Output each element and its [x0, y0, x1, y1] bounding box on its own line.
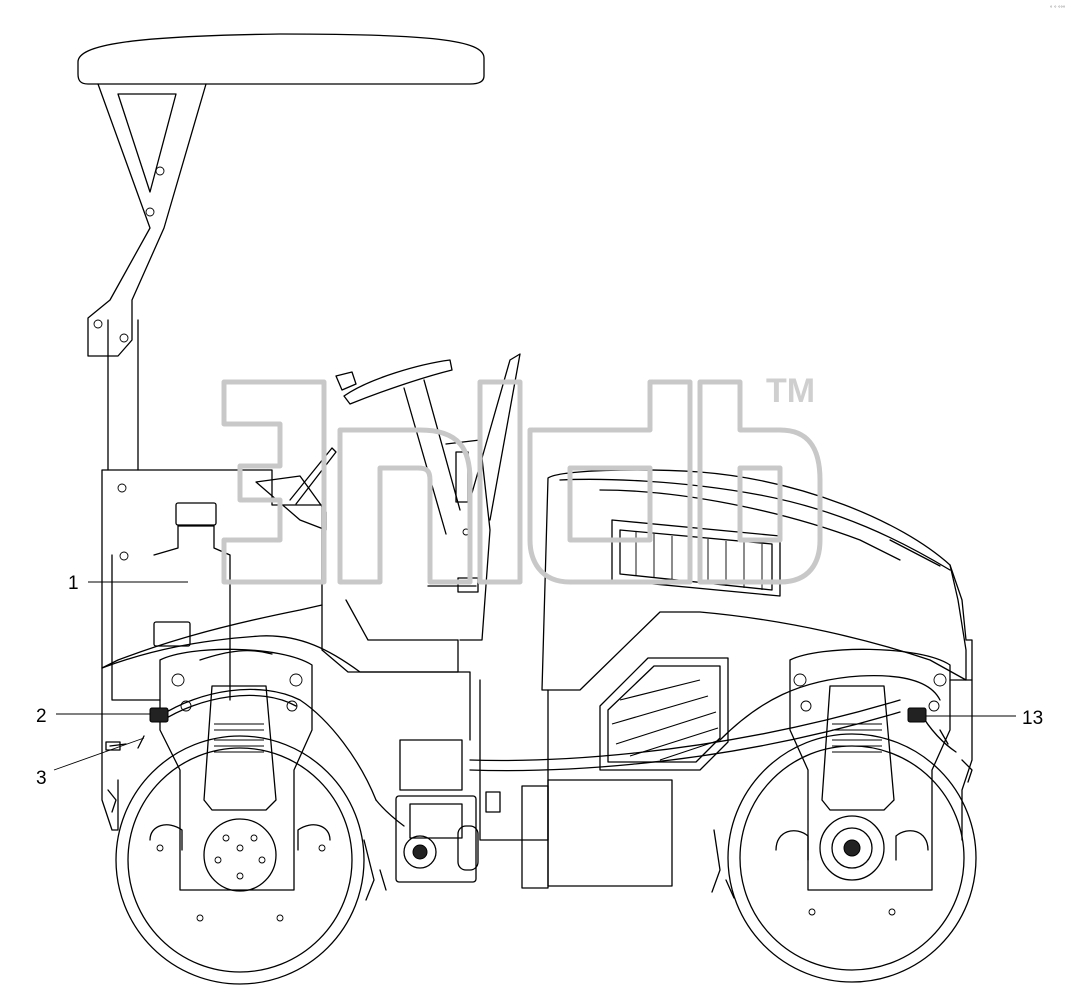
- sensor-front: [907, 707, 949, 745]
- callout-label-3: 3: [36, 768, 47, 789]
- hydraulic-pump: [375, 795, 479, 883]
- callout-leaders: [53, 581, 1016, 771]
- corner-mark: ° ° °°°: [1050, 6, 1066, 12]
- rops-frame: [87, 83, 207, 471]
- watermark: TM: [221, 372, 823, 585]
- front-drum-frame: [789, 648, 973, 891]
- watermark-trademark: TM: [766, 372, 815, 410]
- canopy: [77, 33, 485, 85]
- side-grille: [599, 657, 729, 771]
- scrapers: [107, 759, 973, 901]
- chassis: [101, 635, 901, 889]
- callout-label-13: 13: [1022, 708, 1043, 729]
- callout-label-1: 1: [68, 573, 79, 594]
- rear-drum: [115, 735, 365, 985]
- callout-label-2: 2: [36, 706, 47, 727]
- hose-lines: [159, 674, 957, 801]
- rear-drum-frame: [159, 648, 313, 891]
- front-drum: [727, 733, 977, 983]
- rear-body: [101, 469, 323, 831]
